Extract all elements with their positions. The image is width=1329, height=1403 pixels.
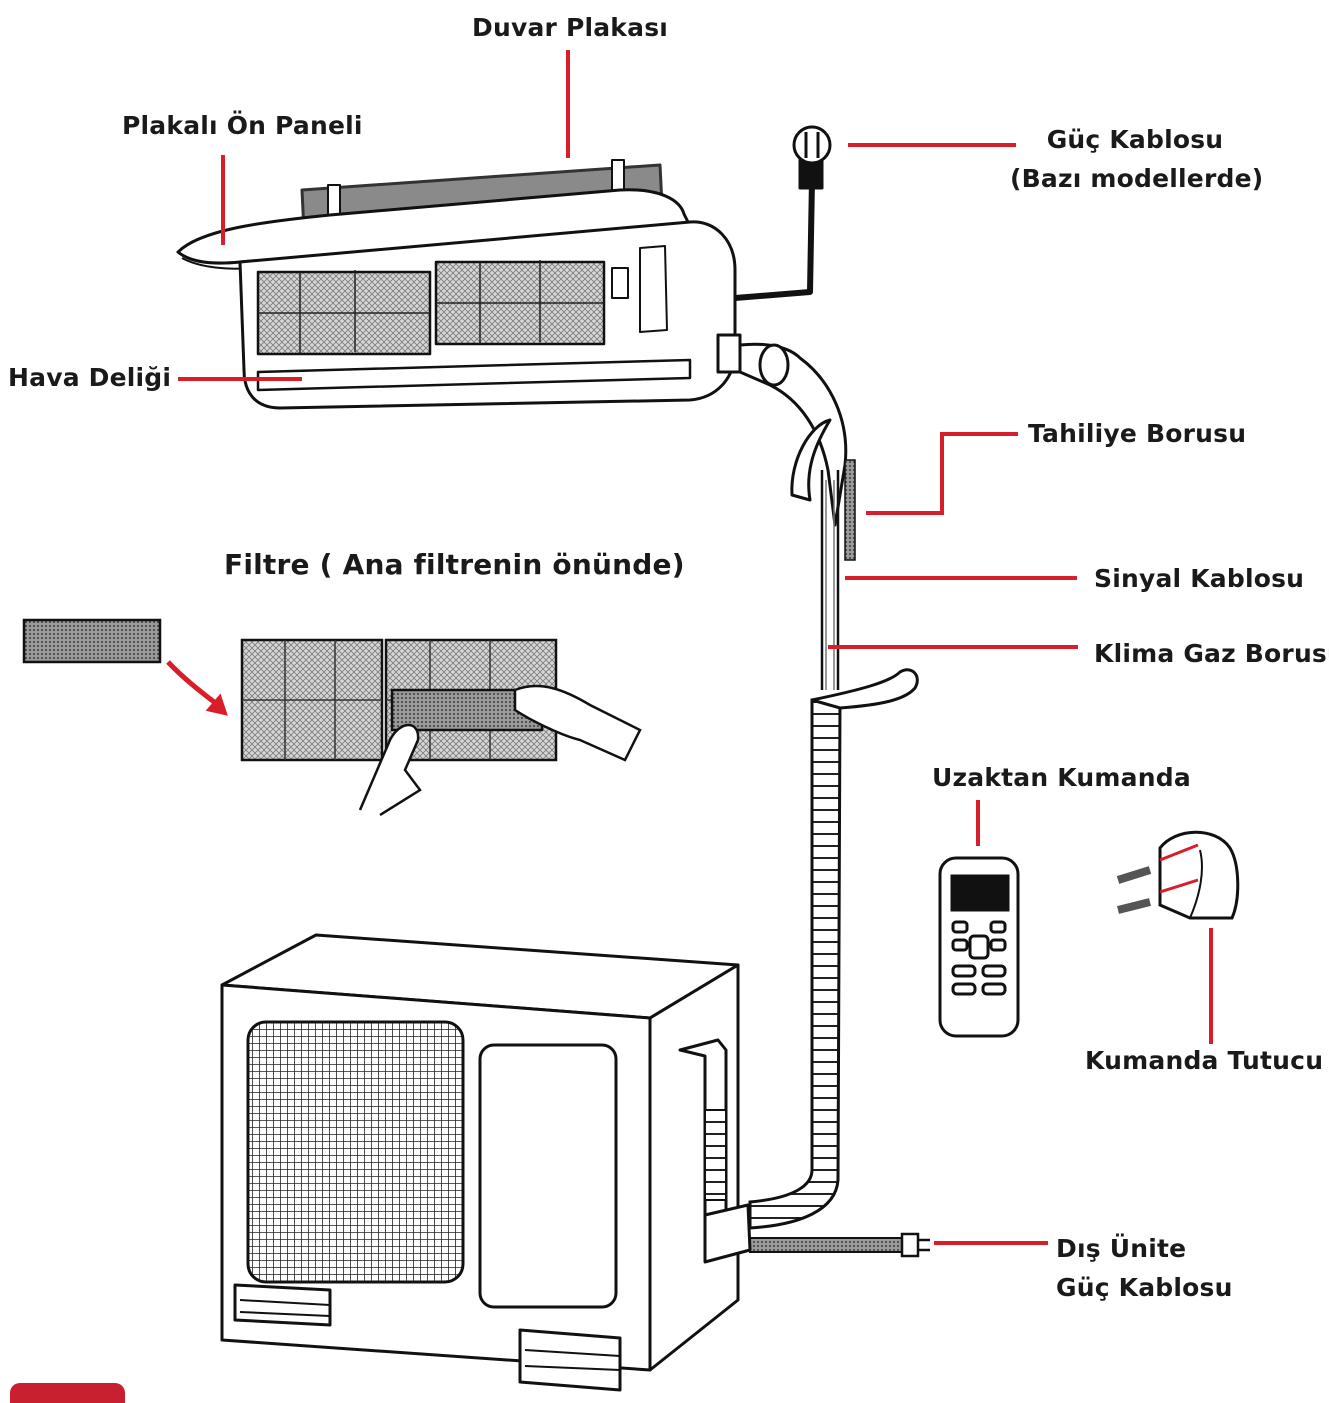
outdoor-unit (220, 933, 752, 1392)
front-panel (176, 188, 692, 265)
leader-duvar-plakasi (566, 50, 570, 158)
leader-klima-gaz-borusu (828, 645, 1078, 649)
remote-holder (1116, 830, 1240, 920)
label-plakali-on-paneli: Plakalı Ön Paneli (122, 111, 363, 140)
leader-dis-unite (934, 1241, 1048, 1245)
label-dis-unite: Dış Ünite Güç Kablosu (1056, 1229, 1233, 1307)
leader-guc-kablosu (848, 143, 1016, 147)
air-vent (256, 358, 692, 392)
leader-plakali-on-paneli (221, 155, 225, 245)
label-guc-kablosu-line2: (Bazı modellerde) (1010, 164, 1264, 193)
label-guc-kablosu-line1: Güç Kablosu (1046, 125, 1224, 154)
leader-sinyal-kablosu (845, 576, 1077, 580)
label-duvar-plakasi: Duvar Plakası (472, 13, 669, 42)
brand-tab (10, 1383, 125, 1403)
label-klima-gaz-borusu: Klima Gaz Borusu (1094, 639, 1329, 668)
leader-tahliye-h2 (866, 511, 944, 515)
filter-illustration (22, 618, 642, 817)
label-sinyal-kablosu: Sinyal Kablosu (1094, 564, 1305, 593)
label-tahliye-borusu: Tahiliye Borusu (1028, 419, 1247, 448)
power-cable (734, 179, 815, 301)
leader-kumanda-tutucu (1209, 928, 1213, 1044)
leader-uzaktan-kumanda (976, 800, 980, 846)
leader-tahliye-h1 (940, 432, 1018, 436)
label-filtre: Filtre ( Ana filtrenin önünde) (224, 548, 685, 581)
fan-grill (246, 1020, 465, 1284)
leader-tahliye-v (940, 432, 944, 514)
indoor-unit (176, 125, 848, 527)
label-dis-unite-line1: Dış Ünite (1056, 1234, 1187, 1263)
label-guc-kablosu: Güç Kablosu (Bazı modellerde) (1010, 120, 1264, 198)
label-hava-deligi: Hava Deliği (8, 363, 172, 392)
label-uzaktan-kumanda: Uzaktan Kumanda (932, 763, 1191, 792)
label-kumanda-tutucu: Kumanda Tutucu (1085, 1046, 1324, 1075)
leader-hava-deligi (178, 377, 302, 381)
remote-control (938, 856, 1020, 1038)
ribbed-duct (748, 698, 842, 1230)
label-dis-unite-line2: Güç Kablosu (1056, 1273, 1233, 1302)
